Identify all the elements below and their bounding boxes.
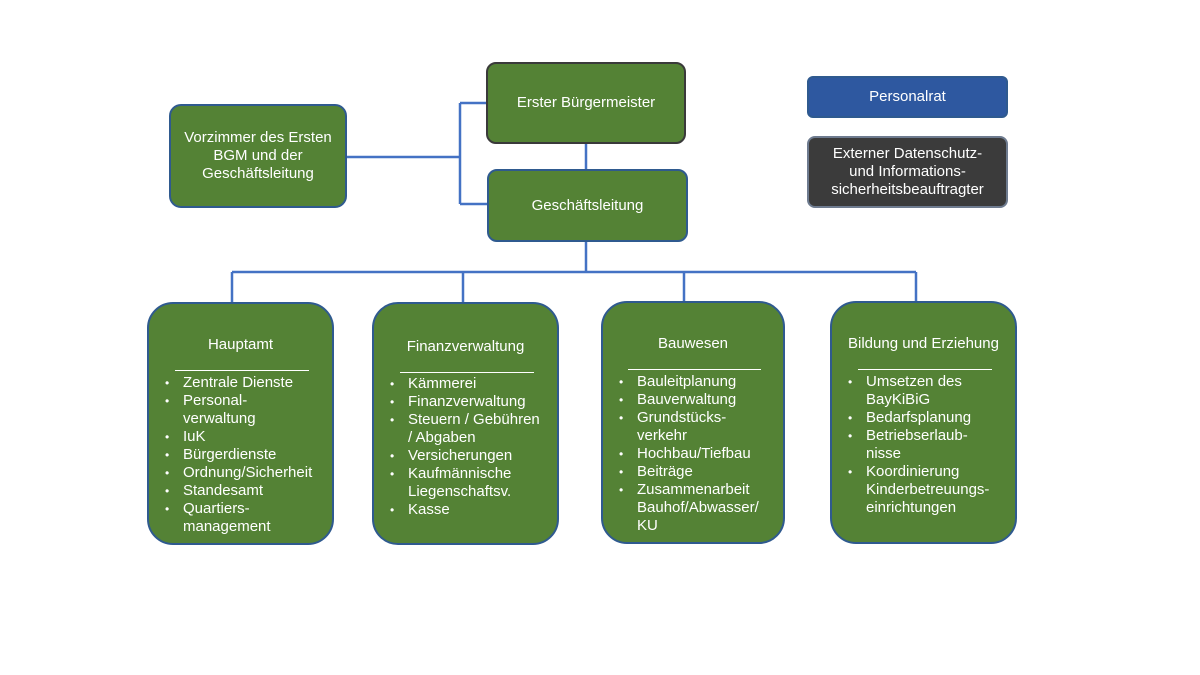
list-item: Zentrale Dienste [165, 374, 312, 392]
personalrat-box: Personalrat [807, 76, 1008, 118]
management-label: Geschäftsleitung [531, 196, 644, 214]
privacy-officer-box: Externer Datenschutz- und Informations- … [807, 136, 1008, 208]
list-item: Betriebserlaub- nisse [848, 427, 989, 463]
list-item: Finanzverwaltung [390, 393, 540, 411]
office-label: Vorzimmer des Ersten BGM und der Geschäf… [184, 129, 332, 182]
list-item: Personal- verwaltung [165, 392, 312, 428]
list-item: Versicherungen [390, 447, 540, 465]
department-title: Bauwesen [657, 335, 729, 352]
list-item: Koordinierung Kinderbetreuungs- einricht… [848, 463, 989, 517]
list-item: Kämmerei [390, 375, 540, 393]
department-divider [628, 369, 761, 370]
department-task-list: Bauleitplanung Bauverwaltung Grundstücks… [619, 373, 759, 535]
list-item: Grundstücks- verkehr [619, 409, 759, 445]
personalrat-label: Personalrat [869, 88, 946, 105]
list-item: Bauverwaltung [619, 391, 759, 409]
privacy-officer-label: Externer Datenschutz- und Informations- … [831, 145, 984, 198]
department-task-list: Kämmerei Finanzverwaltung Steuern / Gebü… [390, 375, 540, 519]
department-finanzverwaltung: Finanzverwaltung Kämmerei Finanzverwaltu… [372, 302, 559, 545]
management-box: Geschäftsleitung [487, 169, 688, 242]
list-item: Bürgerdienste [165, 446, 312, 464]
mayor-box: Erster Bürgermeister [486, 62, 686, 144]
list-item: Quartiers- management [165, 500, 312, 536]
office-box: Vorzimmer des Ersten BGM und der Geschäf… [169, 104, 347, 208]
list-item: Kaufmännische Liegenschaftsv. [390, 465, 540, 501]
list-item: Steuern / Gebühren / Abgaben [390, 411, 540, 447]
department-bildung-erziehung: Bildung und Erziehung Umsetzen des BayKi… [830, 301, 1017, 544]
list-item: Standesamt [165, 482, 312, 500]
department-task-list: Umsetzen des BayKiBiG Bedarfsplanung Bet… [848, 373, 989, 517]
department-divider [858, 369, 992, 370]
list-item: Kasse [390, 501, 540, 519]
department-task-list: Zentrale Dienste Personal- verwaltung Iu… [165, 374, 312, 536]
list-item: Beiträge [619, 463, 759, 481]
list-item: Umsetzen des BayKiBiG [848, 373, 989, 409]
mayor-label: Erster Bürgermeister [516, 94, 656, 111]
list-item: Ordnung/Sicherheit [165, 464, 312, 482]
department-divider [175, 370, 309, 371]
department-divider [400, 372, 534, 373]
list-item: IuK [165, 428, 312, 446]
list-item: Bedarfsplanung [848, 409, 989, 427]
list-item: Hochbau/Tiefbau [619, 445, 759, 463]
department-title: Finanzverwaltung [406, 338, 525, 355]
department-title: Hauptamt [207, 336, 274, 353]
department-title: Bildung und Erziehung [848, 335, 999, 352]
department-bauwesen: Bauwesen Bauleitplanung Bauverwaltung Gr… [601, 301, 785, 544]
department-hauptamt: Hauptamt Zentrale Dienste Personal- verw… [147, 302, 334, 545]
list-item: Zusammenarbeit Bauhof/Abwasser/ KU [619, 481, 759, 535]
list-item: Bauleitplanung [619, 373, 759, 391]
